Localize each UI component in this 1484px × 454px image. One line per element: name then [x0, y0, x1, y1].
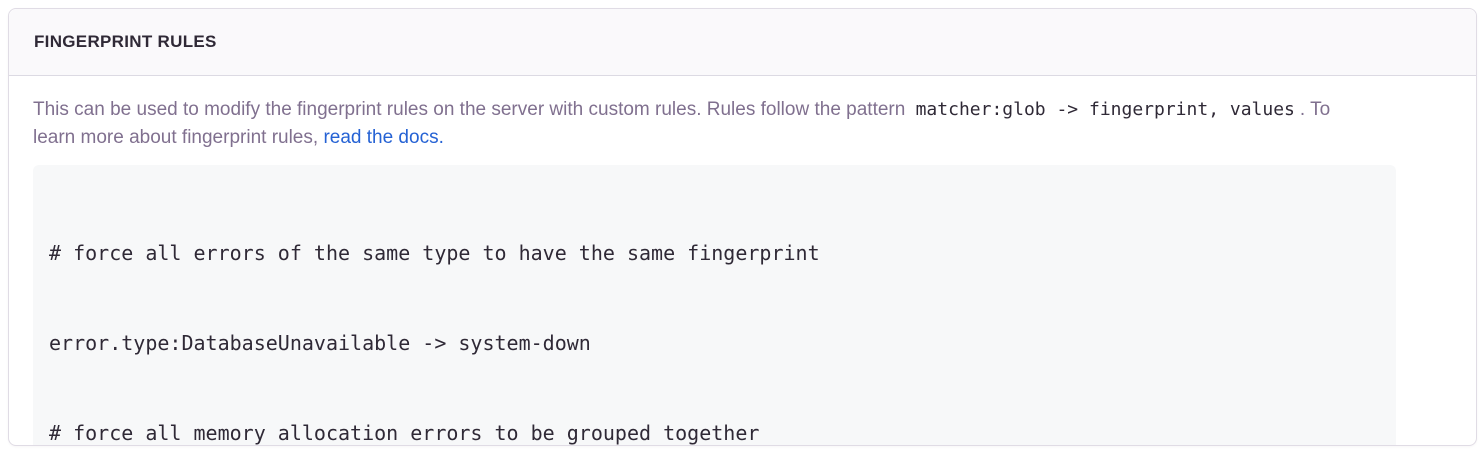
description-text: This can be used to modify the fingerpri…: [33, 96, 1452, 152]
description-segment-3: learn more about fingerprint rules,: [33, 127, 319, 148]
panel-header: FINGERPRINT RULES: [9, 9, 1476, 76]
panel-title: FINGERPRINT RULES: [34, 32, 217, 51]
code-line: error.type:DatabaseUnavailable -> system…: [49, 331, 591, 355]
code-line: # force all errors of the same type to h…: [49, 241, 820, 265]
code-line: # force all memory allocation errors to …: [49, 421, 760, 445]
panel-body: This can be used to modify the fingerpri…: [9, 76, 1476, 445]
read-the-docs-link[interactable]: read the docs.: [323, 127, 444, 148]
fingerprint-rules-panel: FINGERPRINT RULES This can be used to mo…: [8, 8, 1477, 446]
description-segment-1: This can be used to modify the fingerpri…: [33, 99, 906, 120]
pattern-inline-code: matcher:glob -> fingerprint, values: [915, 99, 1295, 120]
description-segment-2: . To: [1299, 99, 1331, 120]
example-code-block: # force all errors of the same type to h…: [33, 165, 1396, 445]
